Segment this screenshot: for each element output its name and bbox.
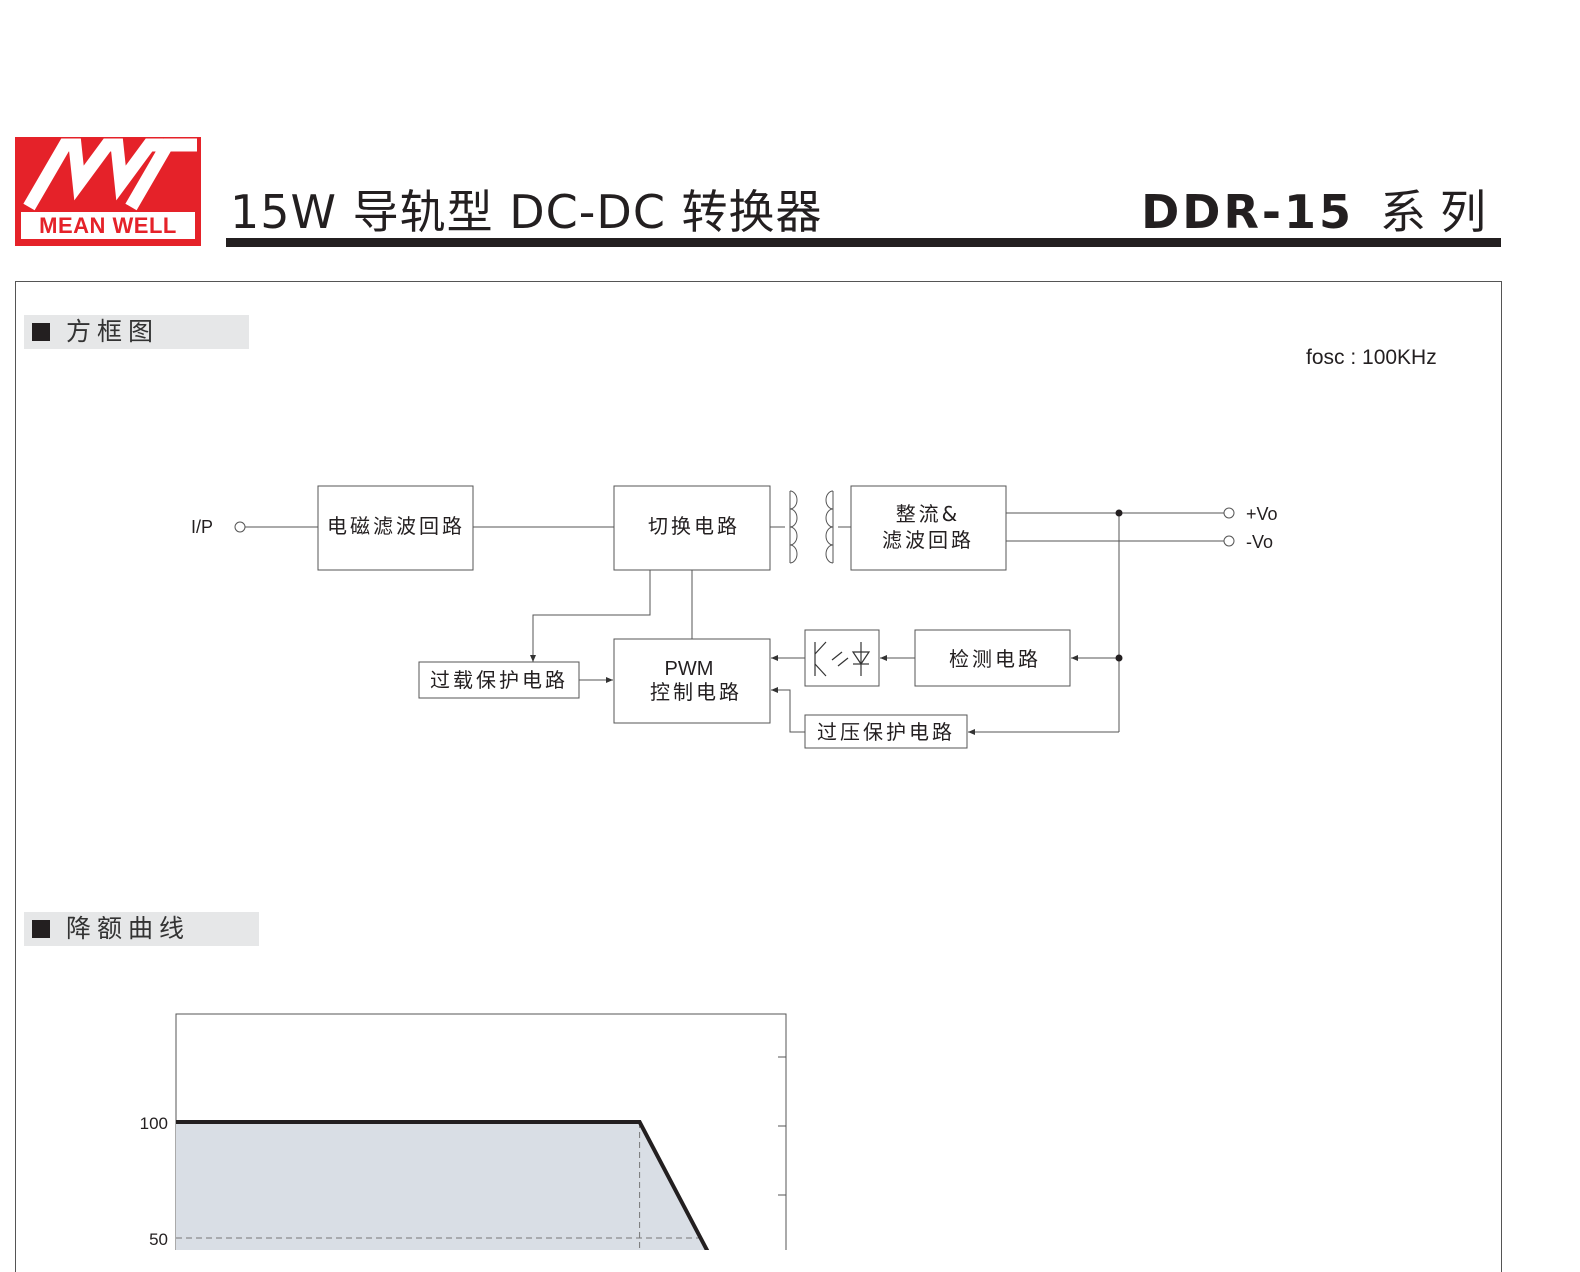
header-rule (226, 238, 1501, 247)
logo-text: MEAN WELL (21, 212, 195, 239)
input-label: I/P (191, 517, 213, 537)
switching-circuit-label: 切换电路 (648, 514, 740, 538)
block-diagram-heading-label: 方框图 (66, 317, 160, 346)
pwm-label-line2: 控制电路 (650, 680, 742, 704)
output-neg-label: -Vo (1246, 532, 1273, 552)
output-terminal-neg (1223, 535, 1235, 547)
derating-curve (176, 1120, 710, 1250)
overload-protection-label: 过载保护电路 (430, 668, 568, 692)
bullet-square-icon (32, 920, 50, 938)
output-terminal-pos (1223, 507, 1235, 519)
detection-circuit-label: 检测电路 (949, 647, 1041, 671)
series-suffix: 系列 (1380, 185, 1500, 239)
y-tick-label-100: 100 (140, 1114, 168, 1133)
emi-filter-label: 电磁滤波回路 (327, 514, 465, 538)
derating-heading-label: 降额曲线 (66, 914, 191, 943)
junction-dot (1115, 509, 1123, 517)
derating-heading: 降额曲线 (24, 912, 259, 946)
derating-area (176, 1122, 707, 1250)
emi-filter-block (317, 485, 474, 571)
optocoupler-symbol (814, 641, 871, 677)
transformer-icon (789, 490, 834, 564)
mw-logo-icon (23, 138, 197, 211)
mean-well-logo: MEAN WELL (15, 137, 201, 246)
switching-frequency: fosc : 100KHz (1306, 346, 1437, 369)
junction-dot (1115, 654, 1123, 662)
rectifier-label-line1: 整流& (896, 502, 961, 526)
series-title: DDR-15 系列 (1141, 176, 1500, 242)
overvoltage-protection-label: 过压保护电路 (817, 720, 955, 744)
rectifier-label-line2: 滤波回路 (882, 528, 974, 552)
block-diagram-heading: 方框图 (24, 315, 249, 349)
pwm-label-line1: PWM (665, 658, 714, 680)
model-number: DDR-15 (1141, 185, 1354, 239)
bullet-square-icon (32, 323, 50, 341)
document-title: 15W 导轨型 DC-DC 转换器 (230, 185, 823, 239)
output-pos-label: +Vo (1246, 504, 1278, 524)
rectifier-filter-block (850, 485, 1007, 571)
content-frame (15, 281, 1502, 1272)
y-tick-label-50: 50 (149, 1230, 168, 1249)
